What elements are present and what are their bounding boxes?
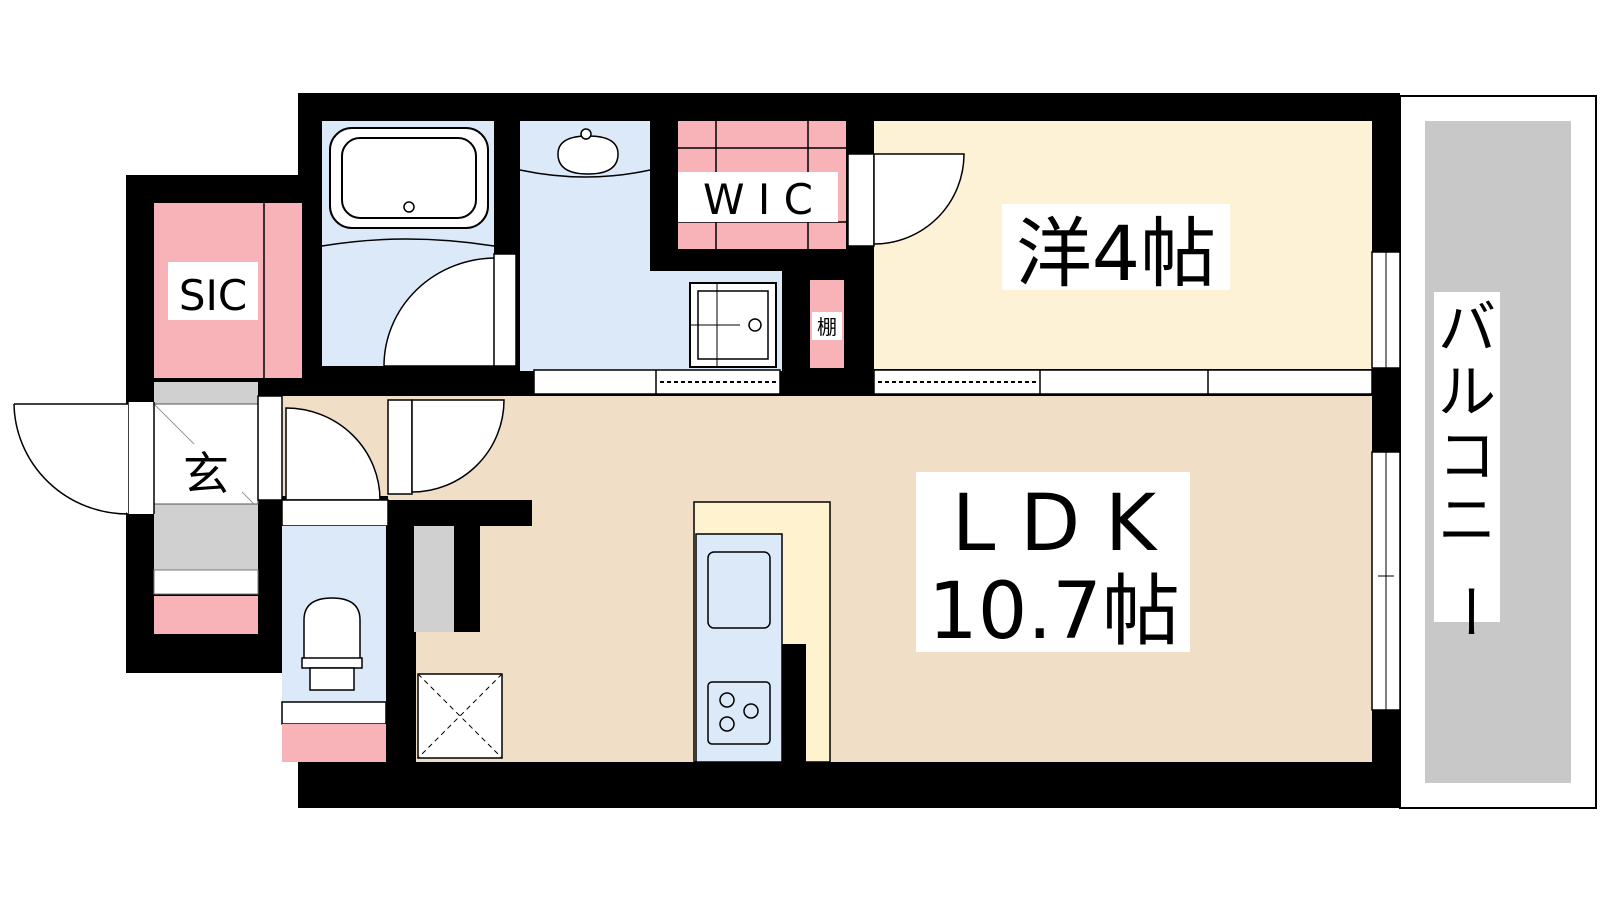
wic-label: W I C xyxy=(703,175,813,224)
fridge-space xyxy=(414,526,454,632)
svg-text:ル: ル xyxy=(1438,358,1496,426)
ldk-label: L D K xyxy=(952,479,1158,569)
svg-text:バ: バ xyxy=(1438,294,1496,362)
toilet xyxy=(301,597,363,691)
ldk-room xyxy=(388,396,1372,762)
entrance-door xyxy=(13,402,155,515)
svg-text:ー: ー xyxy=(1433,583,1501,641)
bathtub xyxy=(329,127,489,229)
wash-basin xyxy=(519,121,651,178)
balcony-label: バ ル コ ニ ー xyxy=(1433,294,1501,641)
stove xyxy=(707,681,771,745)
ldk-door xyxy=(387,399,505,495)
storage-box xyxy=(417,673,503,759)
washing-machine-pan xyxy=(689,282,777,368)
shelf-label: 棚 xyxy=(817,315,837,339)
sic-label: SIC xyxy=(179,271,247,320)
ldk-size-label: 10.7帖 xyxy=(928,567,1180,657)
bathroom-door xyxy=(383,253,517,367)
entrance-storage xyxy=(154,596,258,634)
toilet-storage xyxy=(282,724,386,762)
western-room-label: 洋4帖 xyxy=(1016,209,1216,298)
western-room-door xyxy=(847,153,965,247)
svg-text:コ: コ xyxy=(1438,422,1496,490)
kitchen-sink xyxy=(707,551,771,629)
entrance-label: 玄 xyxy=(183,447,229,501)
kitchen-counter xyxy=(693,501,831,763)
hall-door xyxy=(257,395,381,501)
svg-text:ニ: ニ xyxy=(1438,486,1496,554)
